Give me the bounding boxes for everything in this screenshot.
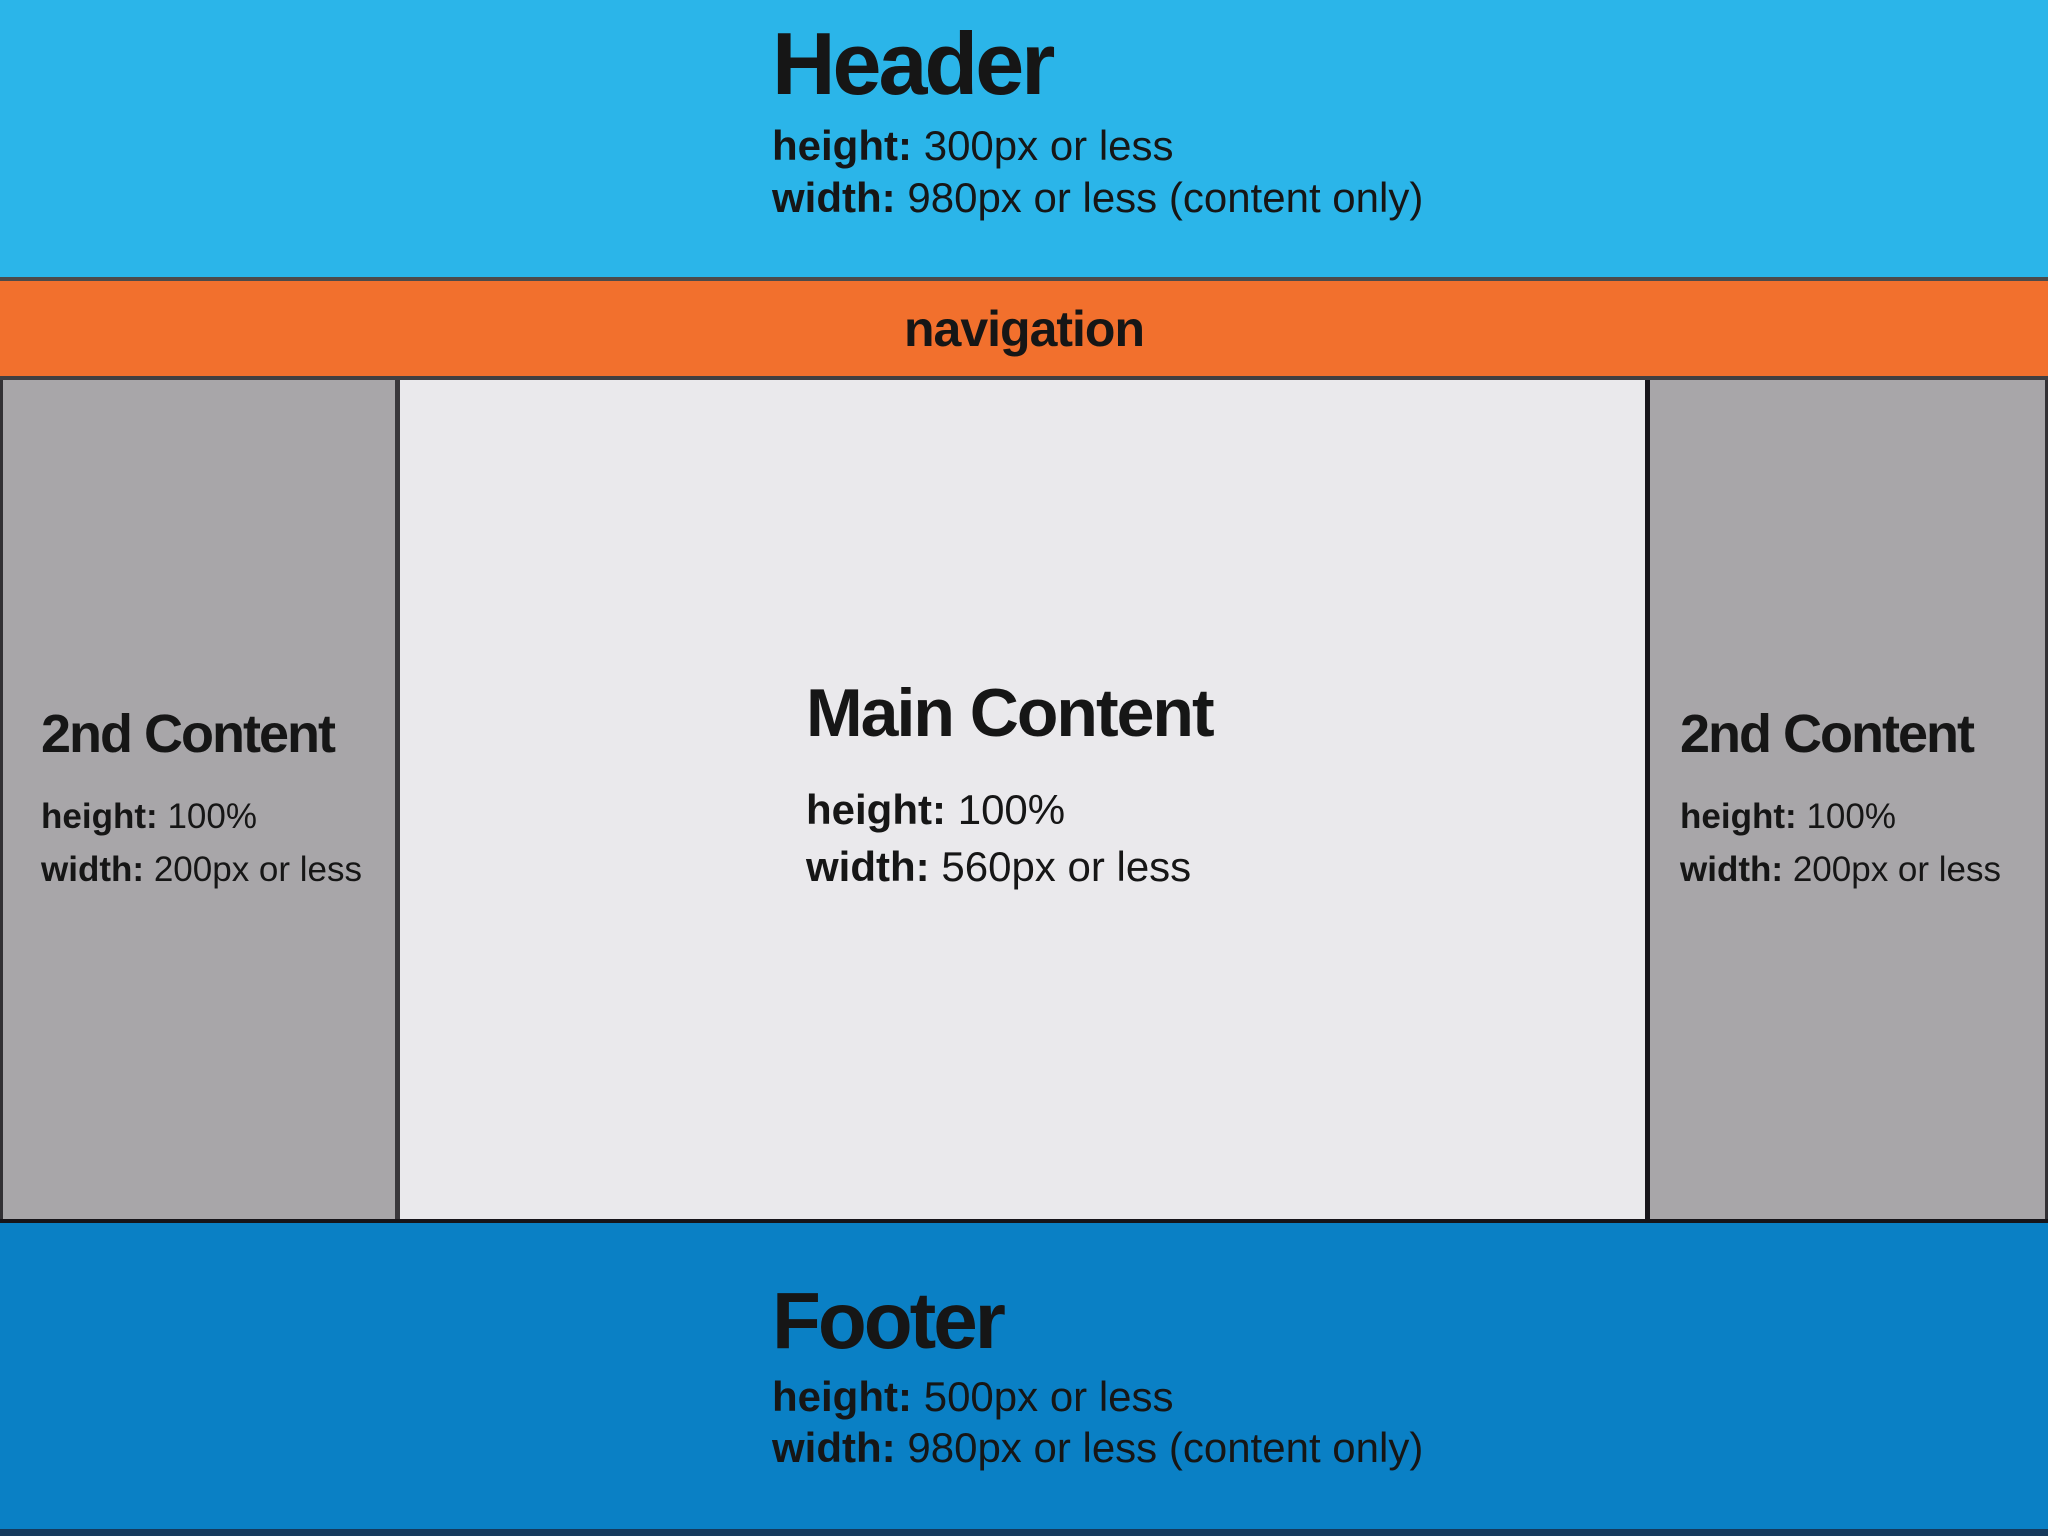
spec-value: 560px or less [941,842,1192,890]
spec-value: 100% [167,797,257,836]
content-row: 2nd Content height:100% width:200px or l… [0,380,2048,1223]
spec-value: 100% [957,785,1066,833]
sidebar-right-title: 2nd Content [1680,704,1975,764]
footer-width-spec: width:980px or less (content only) [772,1422,2048,1473]
spec-value: 980px or less (content only) [907,1424,1424,1471]
sidebar-right-width-spec: width:200px or less [1680,844,2045,897]
main-content-title: Main Content [806,674,1215,751]
footer-section: Footer height:500px or less width:980px … [0,1223,2048,1536]
spec-label: width: [1680,849,1784,889]
sidebar-left-height-spec: height:100% [41,791,395,844]
header-specs: height:300px or less width:980px or less… [772,120,2048,222]
navigation-bar: navigation [0,277,2048,380]
spec-label: width: [772,173,896,221]
spec-label: width: [41,849,145,889]
spec-value: 200px or less [153,849,362,889]
sidebar-right-height-spec: height:100% [1680,791,2045,844]
header-width-spec: width:980px or less (content only) [772,172,2048,223]
main-height-spec: height:100% [806,782,1645,839]
spec-label: height: [772,122,912,170]
spec-label: height: [806,785,946,833]
spec-label: width: [806,842,930,890]
spec-value: 100% [1806,797,1896,836]
sidebar-right: 2nd Content height:100% width:200px or l… [1645,380,2048,1219]
header-title: Header [772,14,1055,113]
spec-value: 500px or less [923,1372,1174,1420]
spec-value: 300px or less [923,122,1174,170]
spec-label: height: [41,797,158,836]
sidebar-left-width-spec: width:200px or less [41,844,395,897]
header-section: Header height:300px or less width:980px … [0,0,2048,277]
spec-value: 980px or less (content only) [907,173,1424,221]
sidebar-left-title: 2nd Content [41,704,336,764]
sidebar-left: 2nd Content height:100% width:200px or l… [0,380,400,1219]
spec-label: width: [772,1424,896,1471]
spec-label: height: [772,1372,912,1420]
footer-height-spec: height:500px or less [772,1371,2048,1422]
header-height-spec: height:300px or less [772,120,2048,171]
spec-value: 200px or less [1792,849,2001,889]
footer-title: Footer [772,1275,1006,1365]
main-content: Main Content height:100% width:560px or … [400,380,1645,1219]
navigation-label: navigation [903,300,1145,357]
spec-label: height: [1680,797,1797,836]
main-width-spec: width:560px or less [806,839,1645,896]
